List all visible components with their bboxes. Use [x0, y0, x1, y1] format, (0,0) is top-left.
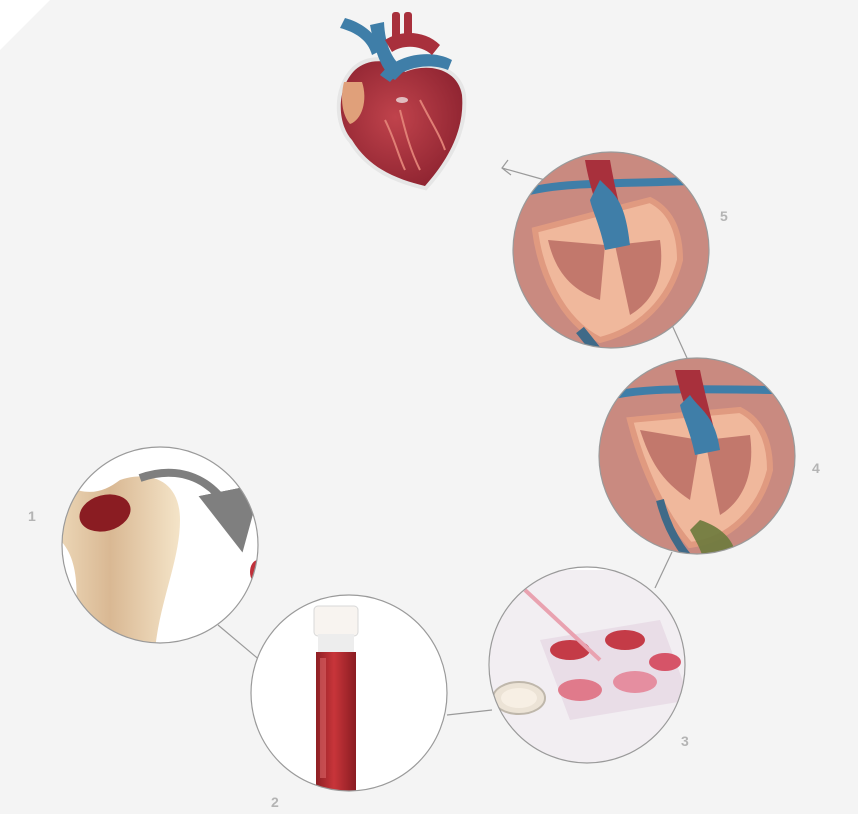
step-4-number: 4: [812, 460, 820, 476]
step-1-bone-marrow-icon: [40, 447, 266, 650]
step-5-number: 5: [720, 208, 728, 224]
human-heart-icon: [340, 12, 462, 186]
connector-1-2: [218, 625, 262, 662]
step-1-number: 1: [28, 508, 36, 524]
step-2-blood-tube-icon: [251, 595, 447, 802]
step-3-number: 3: [681, 733, 689, 749]
connector-3-4: [655, 552, 672, 588]
connector-2-3: [447, 710, 492, 715]
step-2-number: 2: [271, 794, 279, 810]
step-3-cell-culture-icon: [489, 567, 690, 770]
arrow-to-heart-icon: [502, 160, 511, 175]
connector-4-5: [672, 325, 687, 358]
step-4-heart-injection-icon: [590, 350, 810, 570]
connector-5-heart: [502, 168, 545, 180]
